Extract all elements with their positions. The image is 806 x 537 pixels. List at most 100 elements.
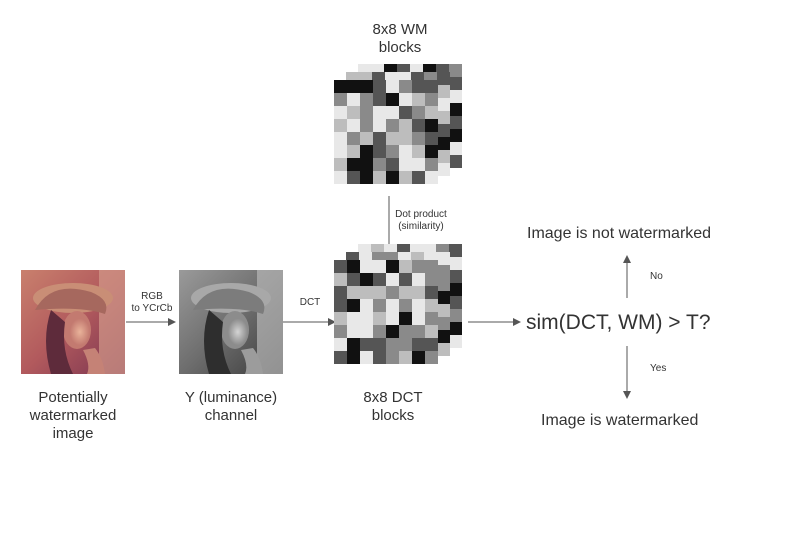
block-cell xyxy=(412,80,425,93)
block-cell xyxy=(373,171,386,184)
block-cell xyxy=(437,330,450,343)
block-cell xyxy=(347,260,360,273)
block-cell xyxy=(334,80,347,93)
rgb-to-ycrcb-label: RGB to YCrCb xyxy=(126,291,178,315)
input-image-line2: watermarked xyxy=(29,407,117,424)
block-cell xyxy=(373,299,386,312)
block-cell xyxy=(334,351,347,364)
block-cell xyxy=(373,338,386,351)
block-cell xyxy=(386,158,399,171)
dct-blocks-line2: blocks xyxy=(371,407,415,424)
block-cell xyxy=(412,312,425,325)
input-image-label: Potentially watermarked image xyxy=(18,389,128,443)
block-cell xyxy=(386,93,399,106)
block-cell xyxy=(449,257,462,270)
block-cell xyxy=(373,158,386,171)
block-cell xyxy=(425,106,438,119)
block-cell xyxy=(334,171,347,184)
block-cell xyxy=(449,116,462,129)
block-cell xyxy=(449,283,462,296)
block-cell xyxy=(334,106,347,119)
block-cell xyxy=(399,93,412,106)
not-watermarked-result: Image is not watermarked xyxy=(527,225,712,242)
block-cell xyxy=(425,312,438,325)
block-cell xyxy=(347,286,360,299)
block-cell xyxy=(386,260,399,273)
block-cell xyxy=(360,260,373,273)
block-cell xyxy=(425,132,438,145)
block-cell xyxy=(437,150,450,163)
block-cell xyxy=(386,273,399,286)
block-cell xyxy=(347,338,360,351)
block-cell xyxy=(373,106,386,119)
block-cell xyxy=(347,312,360,325)
block-cell xyxy=(386,106,399,119)
block-cell xyxy=(360,158,373,171)
block-cell xyxy=(412,338,425,351)
block-cell xyxy=(412,106,425,119)
block-cell xyxy=(347,351,360,364)
grayscale-photo-thumbnail-icon xyxy=(179,270,283,374)
block-cell xyxy=(373,312,386,325)
block-cell xyxy=(347,299,360,312)
block-cell xyxy=(347,171,360,184)
watermarked-result: Image is watermarked xyxy=(541,412,699,429)
block-cell xyxy=(449,77,462,90)
block-cell xyxy=(437,137,450,150)
block-cell xyxy=(437,85,450,98)
block-cell xyxy=(437,317,450,330)
block-cell xyxy=(386,145,399,158)
y-channel-line1: Y (luminance) xyxy=(184,389,278,406)
block-cell xyxy=(360,119,373,132)
block-cell xyxy=(449,103,462,116)
block-cell xyxy=(449,335,462,348)
rgb-label-line1: RGB xyxy=(141,291,163,302)
block-cell xyxy=(437,72,450,85)
block-cell xyxy=(373,260,386,273)
block-cell xyxy=(347,273,360,286)
block-cell xyxy=(373,286,386,299)
block-cell xyxy=(373,80,386,93)
block-cell xyxy=(412,260,425,273)
block-cell xyxy=(449,155,462,168)
block-cell xyxy=(334,158,347,171)
block-cell xyxy=(412,132,425,145)
yes-label: Yes xyxy=(650,363,667,374)
wm-blocks-line2: blocks xyxy=(378,39,422,56)
block-cell xyxy=(373,132,386,145)
block-cell xyxy=(399,158,412,171)
input-image-line1: Potentially xyxy=(38,389,108,406)
block-cell xyxy=(360,145,373,158)
block-cell xyxy=(334,299,347,312)
block-cell xyxy=(373,351,386,364)
block-cell xyxy=(399,286,412,299)
block-cell xyxy=(399,325,412,338)
block-cell xyxy=(425,351,438,364)
block-cell xyxy=(425,286,438,299)
block-cell xyxy=(399,106,412,119)
block-cell xyxy=(386,80,399,93)
y-channel-line2: channel xyxy=(204,407,258,424)
block-cell xyxy=(399,273,412,286)
block-cell xyxy=(347,145,360,158)
block-cell xyxy=(399,299,412,312)
no-label: No xyxy=(650,271,663,282)
input-image-line3: image xyxy=(52,425,94,442)
block-cell xyxy=(449,142,462,155)
block-cell xyxy=(360,273,373,286)
block-cell xyxy=(449,270,462,283)
block-cell xyxy=(334,312,347,325)
dct-blocks-stack-icon xyxy=(334,244,462,364)
block-cell xyxy=(334,260,347,273)
block-cell xyxy=(386,299,399,312)
block-cell xyxy=(425,93,438,106)
block-cell xyxy=(425,273,438,286)
block-cell xyxy=(347,93,360,106)
block-layer xyxy=(334,80,438,184)
block-cell xyxy=(425,80,438,93)
block-cell xyxy=(437,265,450,278)
block-cell xyxy=(386,171,399,184)
block-cell xyxy=(437,343,450,356)
block-cell xyxy=(373,119,386,132)
block-cell xyxy=(449,64,462,77)
